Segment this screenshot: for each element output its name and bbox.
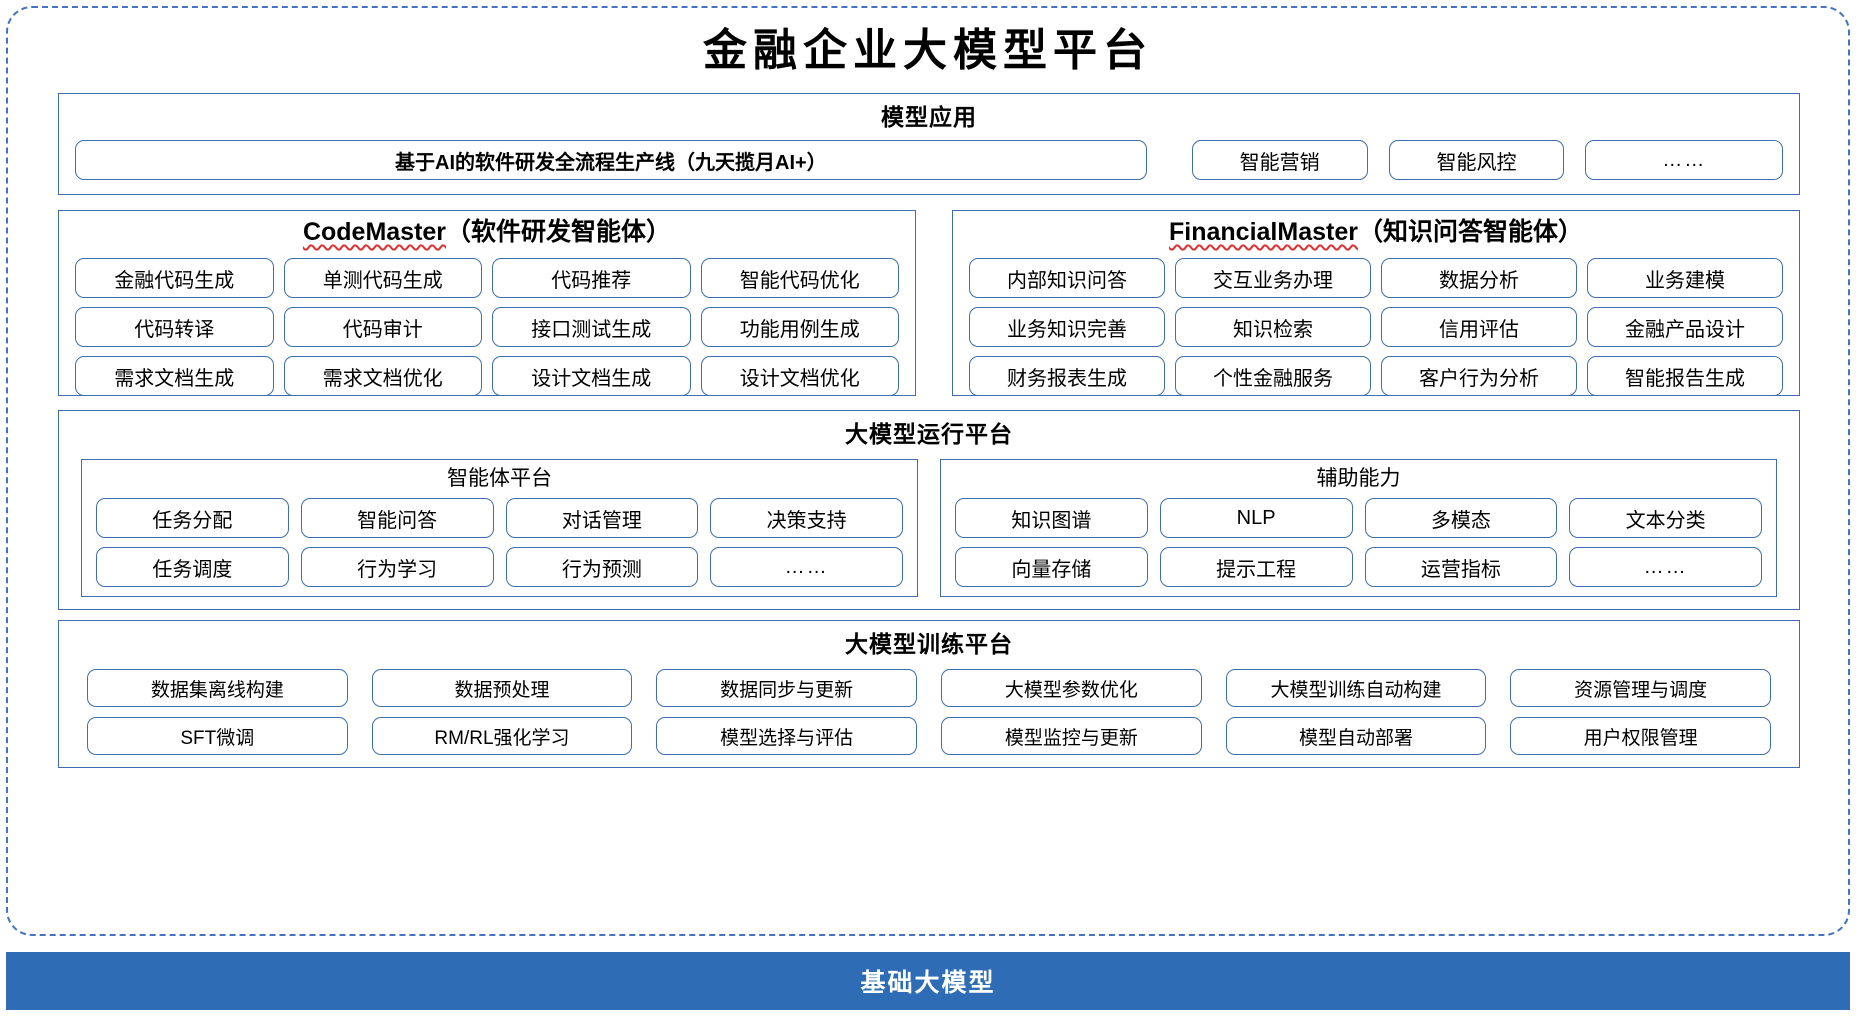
auxiliary-capability-item[interactable]: NLP (1159, 498, 1353, 538)
financial-master-item[interactable]: 业务知识完善 (969, 307, 1165, 347)
code-master-item[interactable]: 智能代码优化 (700, 258, 899, 298)
agent-platform-item[interactable]: 智能问答 (300, 498, 494, 538)
code-master-section: CodeMaster（软件研发智能体） 金融代码生成 单测代码生成 代码推荐 智… (58, 210, 916, 396)
auxiliary-capability-item[interactable]: 文本分类 (1569, 498, 1762, 538)
code-master-item[interactable]: 代码审计 (283, 307, 482, 347)
code-master-title: CodeMaster（软件研发智能体） (59, 220, 915, 245)
auxiliary-capability-item[interactable]: 提示工程 (1159, 547, 1353, 587)
training-platform-item[interactable]: 用户权限管理 (1510, 717, 1771, 755)
financial-master-item[interactable]: 个性金融服务 (1175, 356, 1371, 396)
model-application-title: 模型应用 (881, 104, 977, 130)
financial-master-item[interactable]: 知识检索 (1175, 307, 1371, 347)
agent-platform-item[interactable]: 决策支持 (710, 498, 903, 538)
financial-master-section: FinancialMaster（知识问答智能体） 内部知识问答 交互业务办理 数… (952, 210, 1800, 396)
auxiliary-capability-item[interactable]: 知识图谱 (955, 498, 1148, 538)
financial-master-item[interactable]: 智能报告生成 (1587, 356, 1783, 396)
code-master-item[interactable]: 设计文档优化 (700, 356, 899, 396)
agent-platform-item[interactable]: 行为学习 (300, 547, 494, 587)
agent-platform-panel: 智能体平台 任务分配 智能问答 对话管理 决策支持 任务调度 行为学习 行为预测… (81, 459, 918, 597)
financial-master-item[interactable]: 业务建模 (1587, 258, 1783, 298)
auxiliary-capability-item[interactable]: 运营指标 (1364, 547, 1558, 587)
financial-master-item[interactable]: 金融产品设计 (1587, 307, 1783, 347)
agent-platform-item-more[interactable]: …… (710, 547, 903, 587)
training-platform-item[interactable]: 数据同步与更新 (656, 669, 917, 707)
runtime-platform-section: 大模型运行平台 智能体平台 任务分配 智能问答 对话管理 决策支持 任务调度 行… (58, 410, 1800, 610)
financial-master-title-en: FinancialMaster (1169, 218, 1358, 246)
code-master-item[interactable]: 单测代码生成 (283, 258, 482, 298)
app-item-more[interactable]: …… (1585, 140, 1783, 180)
auxiliary-capability-grid: 知识图谱 NLP 多模态 文本分类 向量存储 提示工程 运营指标 …… (955, 498, 1762, 587)
code-master-item[interactable]: 代码转译 (75, 307, 274, 347)
model-application-section: 模型应用 基于AI的软件研发全流程生产线（九天揽月AI+） 智能营销 智能风控 … (58, 93, 1800, 195)
training-platform-item[interactable]: 模型自动部署 (1225, 717, 1487, 755)
code-master-item[interactable]: 接口测试生成 (492, 307, 691, 347)
training-platform-grid: 数据集离线构建 数据预处理 数据同步与更新 大模型参数优化 大模型训练自动构建 … (87, 669, 1771, 755)
code-master-item[interactable]: 需求文档优化 (283, 356, 482, 396)
agent-platform-item[interactable]: 行为预测 (505, 547, 699, 587)
code-master-item[interactable]: 需求文档生成 (75, 356, 274, 396)
runtime-platform-title: 大模型运行平台 (845, 421, 1013, 447)
code-master-item[interactable]: 功能用例生成 (700, 307, 899, 347)
code-master-title-cn: （软件研发智能体） (446, 218, 672, 246)
app-item-smart-risk-control[interactable]: 智能风控 (1388, 140, 1565, 180)
training-platform-item[interactable]: SFT微调 (87, 717, 348, 755)
training-platform-item[interactable]: RM/RL强化学习 (371, 717, 633, 755)
app-item-ai-pipeline[interactable]: 基于AI的软件研发全流程生产线（九天揽月AI+） (75, 140, 1147, 180)
auxiliary-capability-item-more[interactable]: …… (1569, 547, 1762, 587)
financial-master-item[interactable]: 客户行为分析 (1381, 356, 1577, 396)
agent-platform-grid: 任务分配 智能问答 对话管理 决策支持 任务调度 行为学习 行为预测 …… (96, 498, 903, 587)
training-platform-title: 大模型训练平台 (845, 631, 1013, 657)
code-master-item[interactable]: 金融代码生成 (75, 258, 274, 298)
code-master-item[interactable]: 代码推荐 (492, 258, 691, 298)
base-model-bar: 基础大模型 (6, 952, 1850, 1010)
financial-master-grid: 内部知识问答 交互业务办理 数据分析 业务建模 业务知识完善 知识检索 信用评估… (969, 258, 1783, 396)
auxiliary-capability-item[interactable]: 多模态 (1364, 498, 1558, 538)
agent-platform-item[interactable]: 任务调度 (96, 547, 289, 587)
training-platform-item[interactable]: 大模型训练自动构建 (1225, 669, 1487, 707)
agent-platform-item[interactable]: 对话管理 (505, 498, 699, 538)
financial-master-item[interactable]: 财务报表生成 (969, 356, 1165, 396)
training-platform-item[interactable]: 数据预处理 (371, 669, 633, 707)
auxiliary-capability-title: 辅助能力 (1316, 467, 1401, 490)
financial-master-item[interactable]: 内部知识问答 (969, 258, 1165, 298)
financial-master-item[interactable]: 数据分析 (1381, 258, 1577, 298)
code-master-grid: 金融代码生成 单测代码生成 代码推荐 智能代码优化 代码转译 代码审计 接口测试… (75, 258, 899, 396)
training-platform-item[interactable]: 数据集离线构建 (87, 669, 348, 707)
financial-master-title: FinancialMaster（知识问答智能体） (953, 220, 1799, 245)
agent-platform-title: 智能体平台 (447, 467, 552, 490)
auxiliary-capability-panel: 辅助能力 知识图谱 NLP 多模态 文本分类 向量存储 提示工程 运营指标 …… (940, 459, 1777, 597)
training-platform-item[interactable]: 大模型参数优化 (940, 669, 1202, 707)
training-platform-item[interactable]: 资源管理与调度 (1510, 669, 1771, 707)
code-master-title-en: CodeMaster (302, 218, 447, 246)
model-application-items: 基于AI的软件研发全流程生产线（九天揽月AI+） 智能营销 智能风控 …… (75, 140, 1783, 180)
agent-platform-item[interactable]: 任务分配 (96, 498, 289, 538)
financial-master-item[interactable]: 信用评估 (1381, 307, 1577, 347)
runtime-platform-panels: 智能体平台 任务分配 智能问答 对话管理 决策支持 任务调度 行为学习 行为预测… (81, 459, 1777, 597)
training-platform-item[interactable]: 模型选择与评估 (656, 717, 917, 755)
auxiliary-capability-item[interactable]: 向量存储 (955, 547, 1148, 587)
training-platform-item[interactable]: 模型监控与更新 (940, 717, 1202, 755)
financial-master-item[interactable]: 交互业务办理 (1175, 258, 1371, 298)
code-master-item[interactable]: 设计文档生成 (492, 356, 691, 396)
training-platform-section: 大模型训练平台 数据集离线构建 数据预处理 数据同步与更新 大模型参数优化 大模… (58, 620, 1800, 768)
page-title: 金融企业大模型平台 (703, 26, 1153, 75)
app-item-smart-marketing[interactable]: 智能营销 (1191, 140, 1368, 180)
financial-master-title-cn: （知识问答智能体） (1357, 218, 1583, 246)
